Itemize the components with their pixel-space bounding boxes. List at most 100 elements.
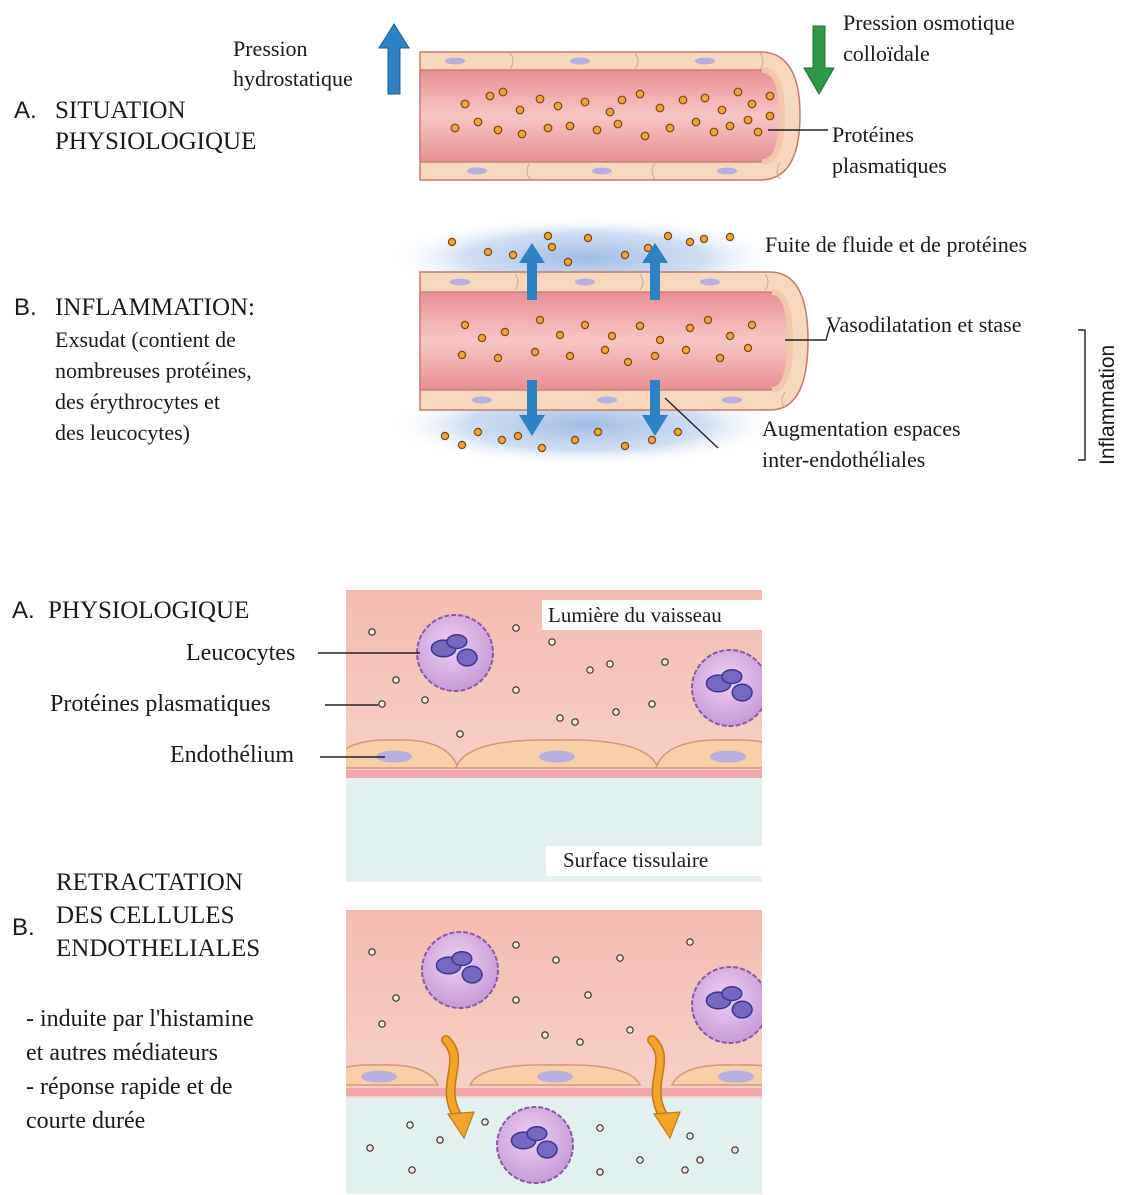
protein-circle — [457, 731, 463, 737]
protein-dot — [494, 354, 501, 361]
protein-dot — [518, 130, 526, 138]
protein-dot — [754, 128, 762, 136]
protein-dot — [501, 328, 508, 335]
protein-dot — [686, 238, 693, 245]
protein-dot — [734, 88, 742, 96]
protein-dot — [701, 94, 709, 102]
bottom-b-note-line3: - réponse rapide et de — [26, 1074, 233, 1100]
protein-circle — [513, 942, 519, 948]
protein-circle — [513, 625, 519, 631]
protein-dot — [571, 436, 578, 443]
protein-dot — [484, 248, 491, 255]
protein-dot — [461, 321, 468, 328]
protein-circle — [557, 715, 563, 721]
protein-dot — [766, 92, 774, 100]
osmotic-arrow-icon — [804, 26, 834, 94]
protein-dot — [621, 442, 628, 449]
protein-circle — [662, 659, 668, 665]
hydrostatic-label-line2: hydrostatique — [233, 66, 353, 91]
protein-circle — [513, 997, 519, 1003]
leukocytes-label: Leucocytes — [186, 640, 295, 666]
top-a-title-line1: SITUATION — [55, 97, 186, 124]
wall-nucleus — [472, 397, 492, 404]
protein-dot — [686, 324, 693, 331]
wall-nucleus — [592, 168, 612, 175]
protein-dot — [744, 344, 751, 351]
bottom-b-title-line1: RETRACTATION — [56, 869, 243, 896]
top-b-desc-line3: des érythrocytes et — [55, 389, 220, 414]
protein-dot — [556, 331, 563, 338]
bottom-b-title-line2: DES CELLULES — [56, 902, 234, 929]
protein-dot — [548, 243, 555, 250]
protein-dot — [516, 106, 524, 114]
endothelial-nucleus — [718, 1071, 754, 1083]
protein-circle — [597, 1169, 603, 1175]
basement-line — [346, 1088, 762, 1096]
protein-dot — [494, 126, 502, 134]
leukocyte-cell — [692, 650, 768, 726]
protein-circle — [379, 701, 385, 707]
wall-nucleus — [722, 397, 742, 404]
protein-dot — [682, 346, 689, 353]
bottom-b-note-line1: - induite par l'histamine — [26, 1006, 254, 1032]
protein-circle — [409, 1167, 415, 1173]
protein-dot — [448, 238, 455, 245]
leak-label: Fuite de fluide et de protéines — [765, 232, 1027, 257]
protein-circle — [697, 1157, 703, 1163]
protein-dot — [594, 428, 601, 435]
leukocyte-nucleus-lobe — [722, 987, 742, 1001]
endothelium-layer-a — [330, 740, 800, 778]
protein-dot — [451, 124, 459, 132]
protein-dot — [458, 351, 465, 358]
leukocyte-nucleus-lobe — [722, 670, 742, 684]
protein-circle — [607, 661, 613, 667]
endothelial-nucleus — [710, 751, 746, 763]
protein-dot — [618, 96, 626, 104]
protein-dot — [651, 352, 658, 359]
protein-dot — [692, 118, 700, 126]
vasodilation-label: Vasodilatation et stase — [826, 312, 1022, 337]
leukocyte-nucleus-lobe — [447, 635, 467, 649]
bottom-b-note-line2: et autres médiateurs — [26, 1040, 218, 1066]
protein-dot — [544, 124, 552, 132]
protein-circle — [367, 1145, 373, 1151]
leukocyte-nucleus-lobe — [732, 684, 752, 701]
bottom-b-letter: B. — [12, 914, 35, 941]
protein-dot — [601, 346, 608, 353]
hydrostatic-arrow-icon — [379, 24, 409, 94]
protein-dot — [536, 316, 543, 323]
protein-dot — [718, 106, 726, 114]
bottom-b-title-line3: ENDOTHELIALES — [56, 935, 260, 962]
protein-circle — [369, 949, 375, 955]
wall-nucleus — [575, 279, 595, 286]
top-b-desc-line2: nombreuses protéines, — [55, 358, 252, 383]
top-a-letter: A. — [14, 97, 37, 124]
protein-dot — [641, 132, 649, 140]
protein-dot — [621, 251, 628, 258]
protein-circle — [587, 667, 593, 673]
protein-dot — [704, 316, 711, 323]
leukocyte-nucleus-lobe — [462, 966, 482, 983]
protein-circle — [553, 957, 559, 963]
leukocyte-cell — [692, 967, 768, 1043]
protein-dot — [566, 352, 573, 359]
protein-dot — [554, 102, 562, 110]
protein-dot — [536, 95, 544, 103]
endothelial-nucleus — [537, 1071, 573, 1083]
leukocyte-nucleus-lobe — [452, 952, 472, 966]
protein-dot — [744, 116, 752, 124]
protein-dot — [566, 122, 574, 130]
protein-circle — [379, 1021, 385, 1027]
protein-dot — [726, 332, 733, 339]
protein-dot — [636, 90, 644, 98]
protein-dot — [581, 321, 588, 328]
protein-circle — [437, 1137, 443, 1143]
vessel-b — [420, 272, 808, 410]
protein-circle — [682, 1167, 688, 1173]
panel-a — [330, 590, 800, 882]
endothelial-nucleus — [539, 751, 575, 763]
protein-circle — [649, 701, 655, 707]
protein-circle — [422, 697, 428, 703]
protein-circle — [542, 1032, 548, 1038]
